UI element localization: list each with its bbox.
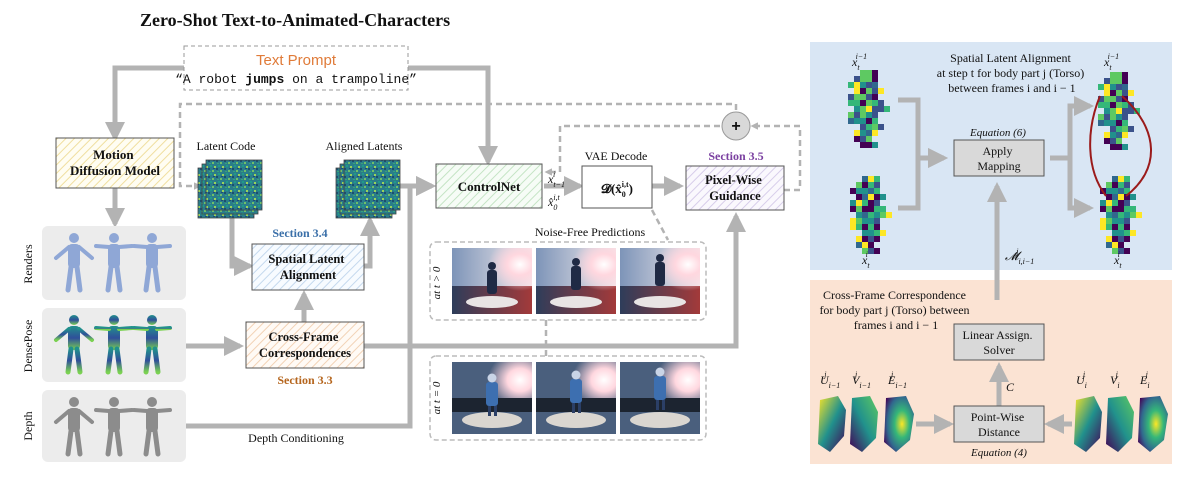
at-t-eq-0-label: at t = 0	[431, 381, 443, 414]
equation-4-label: Equation (4)	[970, 447, 1027, 459]
linear-solver-label: Linear Assign. Solver	[963, 328, 1036, 357]
pixel-guidance-label: Pixel-Wise Guidance	[705, 173, 765, 203]
plus-node-symbol: +	[731, 118, 740, 135]
e-prev-label: Ei−1j	[887, 370, 907, 390]
pointwise-box	[953, 405, 1045, 443]
cross-panel-title: Cross-Frame Correspondence for body part…	[819, 288, 972, 332]
v-cur-map	[1106, 396, 1134, 452]
x-cur-left: xti	[861, 250, 870, 270]
spatial-panel-title: Spatial Latent Alignment at step t for b…	[937, 51, 1087, 95]
aligned-latents-label: Aligned Latents	[326, 139, 403, 153]
x-t-minus-1-label: xt−1i	[547, 170, 565, 189]
plus-node	[721, 111, 751, 141]
dashed-guidance-to-plus	[750, 122, 802, 192]
prediction-images	[452, 248, 700, 434]
arrow-latent-to-alignment	[229, 218, 254, 276]
aligned-latents-stack	[335, 159, 401, 219]
arrow-cross-to-guidance	[364, 212, 746, 349]
cost-label: C	[1006, 380, 1015, 394]
section-3-5: Section 3.5	[708, 149, 763, 163]
latent-code-label: Latent Code	[197, 139, 256, 153]
pointwise-label: Point-Wise Distance	[971, 410, 1028, 439]
arrow-alignment-to-aligned	[360, 216, 380, 269]
diagram-title: Zero-Shot Text-to-Animated-Characters	[140, 10, 450, 30]
arrow-prompt-to-controlnet	[408, 65, 498, 166]
correspondence-curve-left	[1089, 95, 1107, 197]
at-t-gt-0-label: at t > 0	[431, 266, 443, 299]
u-prev-map	[818, 396, 846, 452]
dashed-vae-to-predictions	[650, 209, 670, 241]
e-cur-label: Eij	[1139, 370, 1150, 390]
equation-6-label: Equation (6)	[969, 127, 1026, 139]
e-prev-map	[884, 396, 914, 452]
x-prev-right: xti−1	[1103, 52, 1119, 72]
linear-solver-box	[953, 323, 1045, 361]
latent-blobs	[848, 70, 1142, 254]
x0-hat-label: x̂0i,t	[547, 193, 561, 212]
render-figures	[54, 233, 172, 293]
vae-decode-box	[581, 165, 653, 209]
controlnet-label: ControlNet	[458, 179, 521, 194]
section-3-3: Section 3.3	[277, 373, 332, 387]
row-label-densepose: DensePose	[21, 320, 35, 373]
spatial-arrows	[898, 96, 1094, 300]
u-cur-label: Uij	[1076, 370, 1087, 390]
cross-frame-label: Cross-Frame Correspondences	[259, 330, 351, 360]
dashed-plus-to-controlnet	[544, 124, 720, 176]
arrow-depth-to-controlnet	[186, 176, 436, 429]
e-cur-map	[1138, 396, 1168, 452]
uve-maps	[818, 396, 1168, 452]
spatial-alignment-label: Spatial Latent Alignment	[268, 252, 347, 282]
vae-decode-label: VAE Decode	[585, 149, 648, 163]
dashed-plus-to-latent	[178, 102, 738, 190]
apply-mapping-label: Apply Mapping	[977, 144, 1020, 173]
pixel-guidance-box	[685, 165, 785, 211]
vae-decode-formula: 𝓓(x̂0i,t)	[601, 180, 633, 199]
text-prompt-value: “A robot jumps on a trampoline”	[175, 72, 417, 87]
cross-arrows	[916, 362, 1072, 434]
row-label-renders: Renders	[21, 244, 35, 284]
arrows	[105, 65, 746, 429]
dashed-arrows	[178, 102, 802, 356]
correspondence-curve-right	[1121, 95, 1152, 197]
controlnet-box	[435, 163, 543, 209]
u-prev-label: Ui−1j	[820, 370, 840, 390]
row-label-depth: Depth	[21, 411, 35, 440]
motion-diffusion-box	[55, 137, 175, 189]
noise-free-label: Noise-Free Predictions	[535, 225, 646, 239]
predictions-t-gt-0-panel	[429, 241, 707, 321]
section-3-4: Section 3.4	[272, 226, 327, 240]
cross-frame-box	[245, 321, 365, 369]
text-prompt-box	[183, 45, 409, 91]
x-prev-left: xti−1	[851, 52, 867, 72]
u-cur-map	[1074, 396, 1102, 452]
depth-conditioning-label: Depth Conditioning	[248, 431, 344, 445]
x-cur-right: xti	[1113, 250, 1122, 270]
v-prev-map	[850, 396, 878, 452]
predictions-t-eq-0-panel	[429, 355, 707, 441]
v-cur-label: Vij	[1110, 370, 1120, 390]
spatial-alignment-box	[251, 243, 365, 291]
apply-mapping-box	[953, 139, 1045, 177]
motion-diffusion-label: Motion Diffusion Model	[70, 147, 160, 178]
densepose-figures	[54, 315, 172, 375]
mapping-symbol: 𝓜i,i−1j	[1005, 247, 1034, 266]
text-prompt-heading: Text Prompt	[256, 52, 337, 69]
arrow-prompt-to-motion	[105, 65, 184, 142]
v-prev-label: Vi−1j	[852, 370, 871, 390]
latent-code-stack	[197, 159, 263, 219]
depth-figures	[54, 397, 172, 457]
